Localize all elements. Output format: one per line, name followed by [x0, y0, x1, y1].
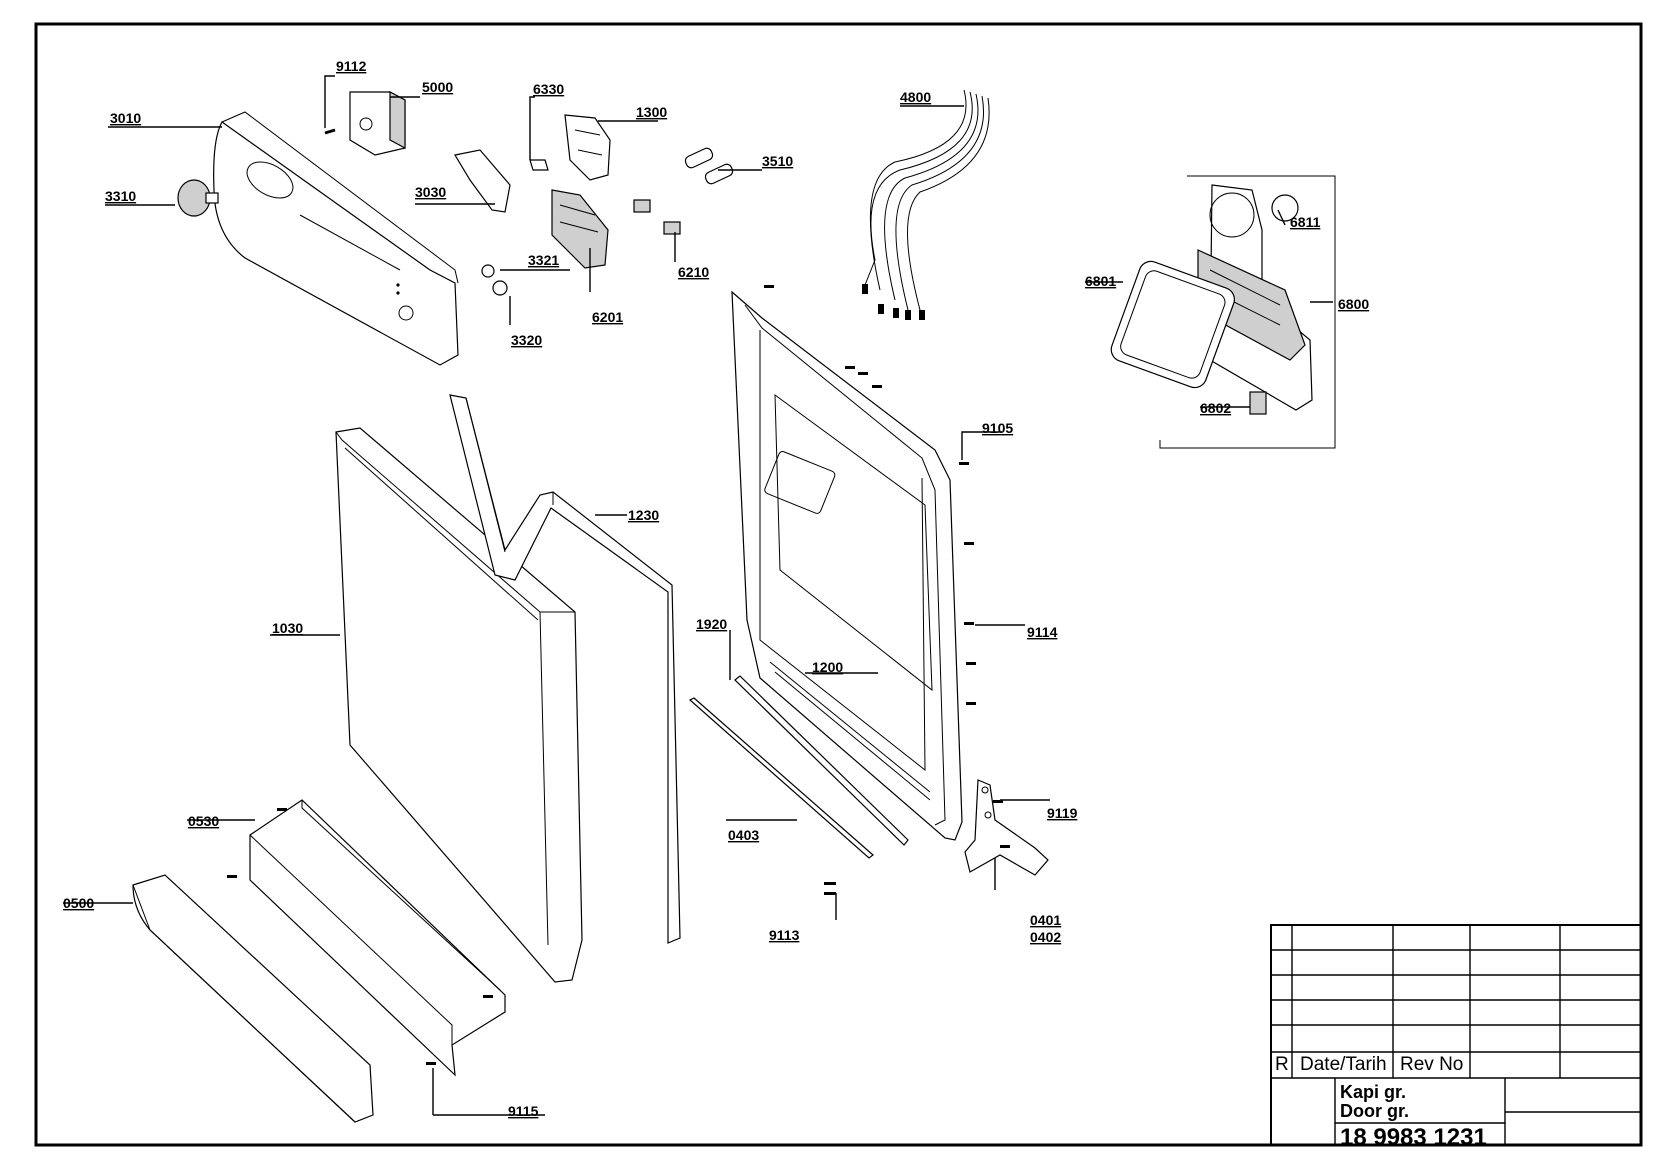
- board-1300: [564, 114, 611, 181]
- callout-1300: 1300: [636, 104, 667, 120]
- callout-6330: 6330: [533, 81, 564, 97]
- revision-column-r: R: [1275, 1054, 1289, 1075]
- callout-0402: 0402: [1030, 929, 1061, 945]
- revision-column-revno: Rev No: [1400, 1054, 1463, 1075]
- bottom-strips: [688, 675, 909, 859]
- main-switch-part: [349, 91, 406, 156]
- callout-3320: 3320: [511, 332, 542, 348]
- screw-9112: [324, 128, 336, 135]
- callout-9119: 9119: [1047, 805, 1078, 821]
- switches-6210: [633, 199, 681, 235]
- callout-0500: 0500: [63, 895, 94, 911]
- callout-0403: 0403: [728, 827, 759, 843]
- knob-part: [177, 179, 219, 217]
- callout-3010: 3010: [110, 110, 141, 126]
- callout-6811: 6811: [1290, 214, 1321, 230]
- callout-5000: 5000: [422, 79, 453, 95]
- screws: [227, 285, 1010, 1065]
- callout-3510: 3510: [762, 153, 793, 169]
- revision-column-date: Date/Tarih: [1300, 1054, 1387, 1075]
- callout-9114: 9114: [1027, 624, 1058, 640]
- inner-door-frame: [731, 290, 963, 841]
- callout-0401: 0401: [1030, 912, 1061, 928]
- callout-1200: 1200: [812, 659, 843, 675]
- callout-1920: 1920: [696, 616, 727, 632]
- board-6201: [551, 189, 609, 269]
- wire-harness: [862, 89, 990, 320]
- bracket-3030: [454, 149, 511, 213]
- callout-6201: 6201: [592, 309, 623, 325]
- door-seal: [449, 394, 681, 944]
- drawing-border: [34, 22, 1643, 1147]
- part-callouts: 9112 5000 6330 1300 4800 3010 3510 3310 …: [63, 58, 1369, 1119]
- callout-3030: 3030: [415, 184, 446, 200]
- callout-4800: 4800: [900, 89, 931, 105]
- callout-1230: 1230: [628, 507, 659, 523]
- callout-9115: 9115: [508, 1103, 539, 1119]
- callout-3321: 3321: [528, 252, 559, 268]
- dispenser-assembly: [1110, 175, 1336, 449]
- title-english: Door gr.: [1340, 1101, 1409, 1121]
- leader-lines: [63, 75, 1333, 1116]
- callout-0530: 0530: [188, 813, 219, 829]
- plinth-panel: [132, 874, 374, 1123]
- title-turkish: Kapi gr.: [1340, 1082, 1406, 1102]
- callout-6800: 6800: [1338, 296, 1369, 312]
- drawing-number: 18 9983 1231: [1340, 1124, 1487, 1151]
- buttons-3510: [684, 147, 734, 185]
- callout-9113: 9113: [769, 927, 800, 943]
- kick-bracket: [249, 799, 506, 1077]
- callout-6801: 6801: [1085, 273, 1116, 289]
- clip-6330: [529, 159, 549, 171]
- title-block: R Date/Tarih Rev No Kapi gr. Door gr. 18…: [1270, 924, 1642, 1151]
- callout-3310: 3310: [105, 188, 136, 204]
- callout-9105: 9105: [982, 420, 1013, 436]
- callout-6802: 6802: [1200, 400, 1231, 416]
- callout-9112: 9112: [336, 58, 367, 74]
- small-parts-3320: [481, 264, 508, 296]
- control-panel-part: [213, 111, 459, 366]
- callout-6210: 6210: [678, 264, 709, 280]
- hinge-part: [964, 779, 1049, 876]
- callout-1030: 1030: [272, 620, 303, 636]
